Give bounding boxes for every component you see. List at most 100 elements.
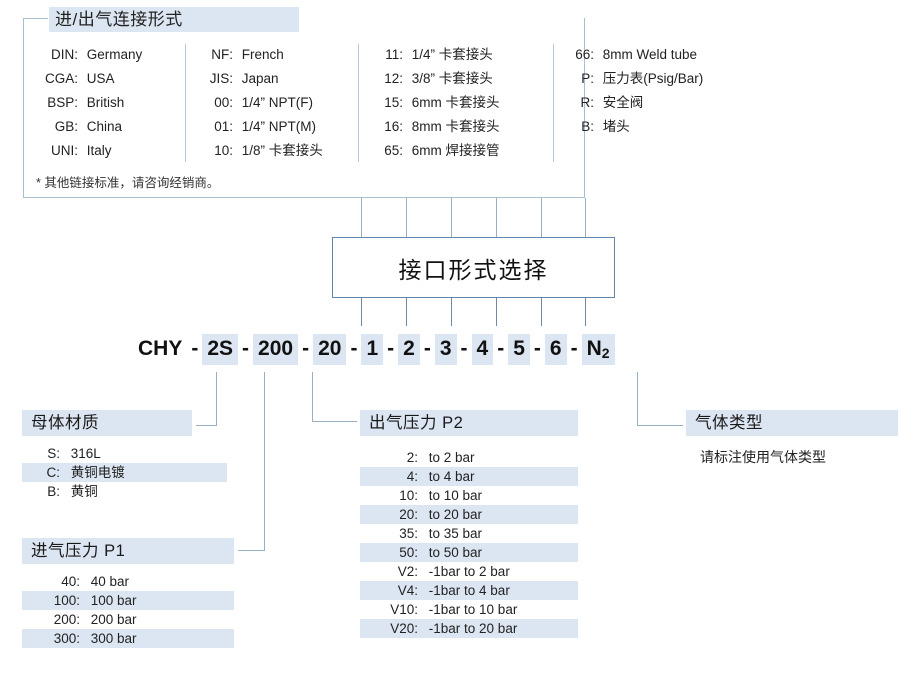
connection-value: 1/4” NPT(F) [241,95,314,110]
connection-row: 15: 6mm 卡套接头 [375,91,499,115]
option-key: 200: [53,612,80,627]
connection-row: P: 压力表(Psig/Bar) [566,67,703,91]
code-part-port-5: 5 [508,333,530,365]
connection-key: B: [581,119,594,134]
connection-row: 00: 1/4” NPT(F) [203,91,323,115]
option-value: 黄铜 [70,484,98,499]
connection-value: Germany [86,47,143,62]
outlet-pressure-option: 10: to 10 bar [360,486,578,505]
option-key: V20: [390,621,418,636]
code-dash: - [191,337,199,360]
outlet-pressure-option: V20: -1bar to 20 bar [360,619,578,638]
link-top-6 [585,198,586,238]
inlet-pressure-list: 40: 40 bar 100: 100 bar 200: 200 bar 300… [22,572,234,648]
link-bottom-2 [406,298,407,326]
option-value: 316L [70,446,101,461]
inlet-pressure-option: 100: 100 bar [22,591,234,610]
connection-key: R: [580,95,595,110]
code-part-port-1: 1 [361,333,384,365]
outlet-pressure-option: V2: -1bar to 2 bar [360,562,578,581]
option-key: 10: [399,488,418,503]
connection-key: 10: [214,143,233,158]
connection-column-3: 11: 1/4” 卡套接头 12: 3/8” 卡套接头 15: 6mm 卡套接头… [375,43,500,163]
option-value: to 4 bar [428,469,475,484]
link-bottom-4 [496,298,497,326]
option-value: -1bar to 20 bar [428,621,518,636]
connection-row: 12: 3/8” 卡套接头 [375,67,500,91]
connection-row: UNI: Italy [38,139,142,163]
code-dash: - [350,337,358,360]
inlet-pressure-title: 进气压力 P1 [22,538,234,564]
connection-row: R: 安全阀 [566,91,703,115]
option-value: to 10 bar [428,488,483,503]
connection-key: UNI: [51,143,78,158]
connection-row: BSP: British [38,91,142,115]
option-key: V10: [390,602,418,617]
connection-value: 1/8” 卡套接头 [241,143,323,158]
inlet-pressure-option: 200: 200 bar [22,610,234,629]
body-material-option: S: 316L [22,444,227,463]
connector-outlet-horizontal [312,421,357,422]
code-dash: - [570,337,578,360]
option-key: 100: [53,593,80,608]
option-key: 300: [53,631,80,646]
connector-inlet-horizontal [238,550,265,551]
outlet-pressure-list: 2: to 2 bar 4: to 4 bar 10: to 10 bar 20… [360,448,578,638]
connector-inlet-vertical [264,372,265,551]
option-key: 35: [399,526,418,541]
gas-subscript: 2 [601,344,610,361]
body-material-title: 母体材质 [22,410,192,436]
connection-value: Japan [241,71,279,86]
column-divider-3 [553,44,554,162]
connector-gas-vertical [637,372,638,426]
interface-selection-label: 接口形式选择 [398,256,549,283]
code-dash: - [533,337,541,360]
inlet-pressure-option: 300: 300 bar [22,629,234,648]
code-part-port-4: 4 [471,333,494,365]
connection-key: 00: [214,95,233,110]
code-part-port-2: 2 [398,333,420,365]
connection-row: JIS: Japan [203,67,323,91]
connection-key: 11: [385,47,403,62]
top-box-top-left-border [23,18,48,19]
code-part-gas-type: N2 [581,333,615,365]
code-part-port-3: 3 [434,333,457,365]
option-key: V4: [397,583,418,598]
option-key: 2: [406,450,418,465]
column-divider-2 [358,44,359,162]
connection-row: 65: 6mm 焊接接管 [375,139,499,163]
link-bottom-1 [361,298,362,326]
interface-selection-box: 接口形式选择 [332,237,615,298]
connection-value: USA [86,71,115,86]
connection-value: 1/4” 卡套接头 [411,47,493,62]
option-value: to 2 bar [428,450,475,465]
connection-key: 65: [384,143,403,158]
outlet-pressure-option: V4: -1bar to 4 bar [360,581,578,600]
connection-key: DIN: [51,47,78,62]
connection-value: 8mm Weld tube [602,47,698,62]
connection-value: 安全阀 [602,95,644,110]
gas-symbol: N [586,336,602,360]
connection-column-2: NF: French JIS: Japan 00: 1/4” NPT(F) 01… [203,43,323,163]
connection-row: DIN: Germany [38,43,142,67]
code-dash: - [242,337,250,360]
code-part-inlet-pressure: 200 [253,333,299,365]
connection-key: 16: [384,119,403,134]
option-value: 黄铜电镀 [70,465,125,480]
connection-row: GB: China [38,115,142,139]
outlet-pressure-option: 4: to 4 bar [360,467,578,486]
outlet-pressure-option: 20: to 20 bar [360,505,578,524]
connection-form-title: 进/出气连接形式 [49,7,299,32]
connector-gas-horizontal [637,425,683,426]
option-value: 40 bar [90,574,130,589]
connection-row: 01: 1/4” NPT(M) [203,115,323,139]
option-value: 200 bar [90,612,137,627]
option-value: -1bar to 2 bar [428,564,510,579]
option-value: to 35 bar [428,526,483,541]
option-value: 100 bar [90,593,137,608]
gas-type-note: 请标注使用气体类型 [700,449,826,465]
connection-column-4: 66: 8mm Weld tube P: 压力表(Psig/Bar) R: 安全… [566,43,703,139]
option-key: C: [46,465,61,480]
connection-value: 堵头 [602,119,630,134]
connection-row: NF: French [203,43,323,67]
